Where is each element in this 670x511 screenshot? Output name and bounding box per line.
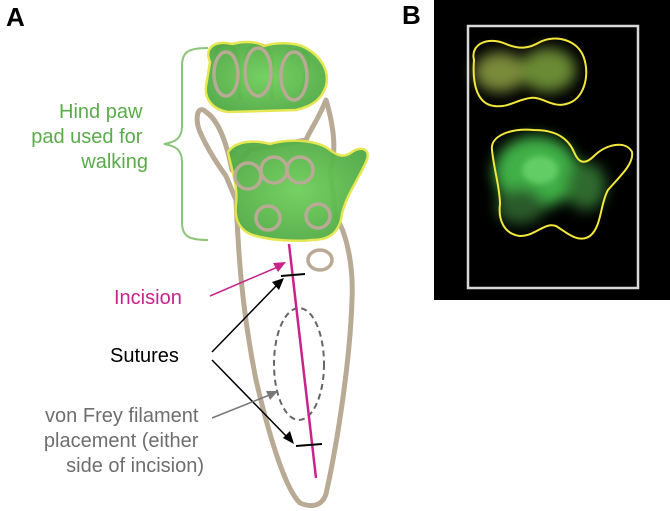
von-frey-region	[273, 307, 325, 421]
hind-paw-bracket	[163, 47, 209, 241]
pressure-image-panel	[434, 0, 670, 300]
sole-pad-outline	[490, 128, 634, 240]
sutures-label: Sutures	[110, 345, 179, 367]
incision-label: Incision	[114, 287, 182, 309]
toe-pad-outline	[472, 37, 588, 108]
incision-line	[287, 243, 318, 479]
panel-a-label: A	[6, 2, 25, 32]
suture-bottom	[295, 443, 323, 447]
panel-b-label: B	[402, 0, 421, 30]
paw-drawing	[194, 40, 369, 509]
hind-paw-label: Hind paw pad used for walking	[31, 101, 148, 173]
suture-top	[280, 273, 306, 277]
von-frey-label: von Frey filament placement (either side…	[44, 405, 204, 477]
